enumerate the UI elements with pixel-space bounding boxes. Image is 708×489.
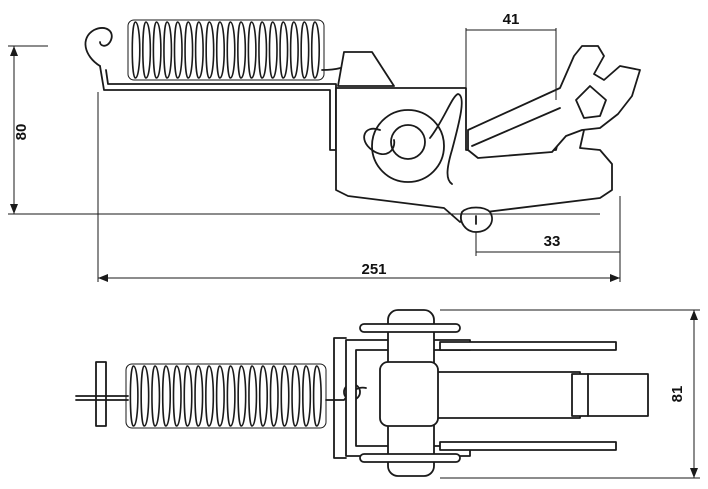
spring-coil-turn bbox=[194, 365, 204, 427]
dimension-height-top: 81 bbox=[440, 309, 700, 479]
spring-clip bbox=[363, 93, 463, 185]
spring-coil-turn bbox=[300, 21, 310, 79]
washer-top bbox=[359, 323, 461, 333]
spring-coil-turn bbox=[258, 365, 268, 427]
spring-coil-turn bbox=[152, 21, 162, 79]
spring-coil-turn bbox=[151, 365, 161, 427]
spring-coil-turn bbox=[248, 365, 258, 427]
spring-coil-turn bbox=[237, 21, 247, 79]
pivot-block bbox=[379, 361, 439, 427]
rail-bottom bbox=[439, 441, 617, 451]
label-offset: 33 bbox=[544, 233, 561, 250]
label-height-side: 80 bbox=[13, 124, 30, 141]
lever-edge bbox=[471, 107, 561, 147]
spring-coil-turn bbox=[161, 365, 171, 427]
spring-coil-turn bbox=[205, 21, 215, 79]
label-overall-length: 251 bbox=[361, 261, 386, 278]
spring-coil-turn bbox=[163, 21, 173, 79]
spring-coil-turn bbox=[142, 21, 152, 79]
end-bracket bbox=[95, 361, 107, 427]
spring-coil-turn bbox=[194, 21, 204, 79]
spring-coil-turn bbox=[247, 21, 257, 79]
u-frame-inner bbox=[333, 337, 347, 459]
dimension-top-width: 41 bbox=[465, 11, 557, 100]
spring-top bbox=[125, 363, 327, 429]
spring-coil-turn bbox=[215, 21, 225, 79]
spring-coil-turn bbox=[205, 365, 215, 427]
label-top-width: 41 bbox=[503, 11, 520, 28]
spring-coil-turn bbox=[184, 21, 194, 79]
dimension-overall-length: 251 bbox=[97, 92, 620, 282]
spring-coil-turn bbox=[140, 365, 150, 427]
spring-coil-turn bbox=[226, 365, 236, 427]
central-bar bbox=[419, 371, 581, 419]
spring-coil-turn bbox=[131, 21, 141, 79]
mounting-plate bbox=[337, 51, 395, 87]
spring-coil-turn bbox=[258, 21, 268, 79]
dimension-height-side: 80 bbox=[8, 45, 600, 215]
spring-coil-turn bbox=[279, 21, 289, 79]
rail-top bbox=[439, 341, 617, 351]
spring-coil-turn bbox=[268, 21, 278, 79]
spring-coil-turn bbox=[226, 21, 236, 79]
pivot-pin bbox=[390, 124, 426, 160]
spring-hook bbox=[84, 27, 113, 67]
spring-coil-turn bbox=[237, 365, 247, 427]
spring-coil-turn bbox=[172, 365, 182, 427]
spring-coil-turn bbox=[215, 365, 225, 427]
draw-rod bbox=[99, 65, 337, 151]
spring-coil-turn bbox=[280, 365, 290, 427]
dimension-offset: 33 bbox=[475, 196, 621, 282]
top-view: 81 bbox=[75, 309, 700, 479]
lever-slot bbox=[575, 85, 607, 119]
side-view: 80 41 33 251 bbox=[8, 11, 641, 282]
spring-coil-turn bbox=[289, 21, 299, 79]
handle-end bbox=[571, 373, 649, 417]
washer-bottom bbox=[359, 453, 461, 463]
spring-coil-turn bbox=[310, 21, 320, 79]
spring-coil-turn bbox=[173, 21, 183, 79]
spring-coil-turn bbox=[129, 365, 139, 427]
spring-side bbox=[127, 19, 325, 81]
label-height-top: 81 bbox=[669, 386, 686, 403]
spring-coil-turn bbox=[312, 365, 322, 427]
spring-coil-turn bbox=[291, 365, 301, 427]
spring-coil-turn bbox=[183, 365, 193, 427]
lever-arm bbox=[467, 45, 641, 159]
spring-coil-turn bbox=[269, 365, 279, 427]
spring-coil-turn bbox=[302, 365, 312, 427]
